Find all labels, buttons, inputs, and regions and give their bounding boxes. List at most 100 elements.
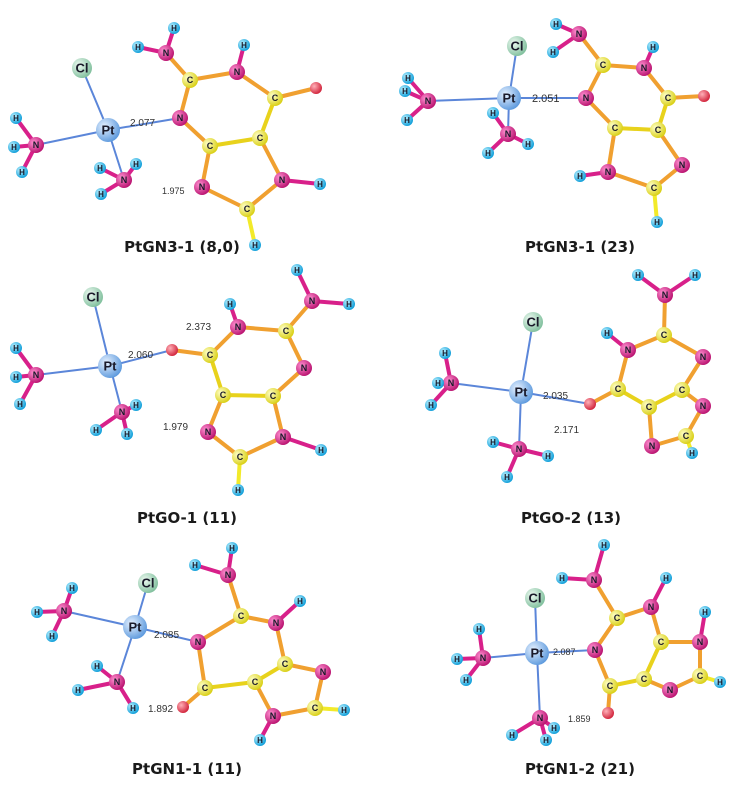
atom-h: H	[132, 41, 144, 53]
atom-c: C	[233, 608, 249, 624]
atom-c: C	[653, 634, 669, 650]
atom-n: N	[692, 634, 708, 650]
atom-n: N	[695, 398, 711, 414]
atom-label: H	[19, 168, 25, 177]
atom-label: H	[75, 686, 81, 695]
atom-label: H	[545, 452, 551, 461]
atom-label: H	[601, 541, 607, 550]
atom-label: N	[33, 140, 40, 150]
atom-h: H	[632, 269, 644, 281]
atom-n: N	[194, 179, 210, 195]
atom-label: H	[229, 544, 235, 553]
atom-label: N	[279, 175, 286, 185]
atom-label: C	[697, 671, 704, 681]
atom-label: Cl	[529, 591, 542, 606]
atom-label: C	[244, 204, 251, 214]
atom-label: H	[13, 373, 19, 382]
atom-label: N	[177, 113, 184, 123]
atom-c: C	[678, 428, 694, 444]
atom-label: N	[649, 441, 656, 451]
atom-pt: Pt	[98, 354, 122, 378]
atom-o	[310, 82, 322, 94]
atom-n: N	[172, 110, 188, 126]
atom-label: C	[651, 183, 658, 193]
atom-c: C	[215, 387, 231, 403]
atom-c: C	[307, 700, 323, 716]
panel-title-ptgo-2-13: PtGO-2 (13)	[521, 509, 621, 527]
atom-h: H	[460, 674, 472, 686]
atom-label: C	[312, 703, 319, 713]
atom-h: H	[294, 595, 306, 607]
atom-h: H	[598, 539, 610, 551]
bond-distance-label: 1.892	[148, 704, 173, 715]
atom-label: H	[69, 584, 75, 593]
atom-n: N	[265, 708, 281, 724]
atom-label: H	[404, 116, 410, 125]
bond-pt-n	[63, 610, 136, 628]
atom-label: C	[683, 431, 690, 441]
atom-label: C	[612, 123, 619, 133]
atom-cl: Cl	[523, 312, 543, 332]
atom-label: C	[283, 326, 290, 336]
atom-n: N	[674, 157, 690, 173]
atom-h: H	[402, 72, 414, 84]
atom-label: N	[163, 48, 170, 58]
atom-h: H	[314, 178, 326, 190]
atom-label: N	[605, 167, 612, 177]
atom-label: H	[717, 678, 723, 687]
atom-label: H	[435, 379, 441, 388]
atom-label: H	[405, 74, 411, 83]
atom-n: N	[657, 287, 673, 303]
atom-label: N	[425, 96, 432, 106]
atom-label: H	[454, 655, 460, 664]
atom-label: H	[227, 300, 233, 309]
bond-n-c	[236, 325, 288, 333]
atom-label: N	[234, 67, 241, 77]
atom-label: H	[692, 271, 698, 280]
atom-n: N	[220, 567, 236, 583]
atom-label: C	[237, 452, 244, 462]
atom-c: C	[232, 449, 248, 465]
atom-label: N	[121, 175, 128, 185]
bond-distance-label: 2.087	[553, 647, 576, 657]
atom-label: H	[485, 149, 491, 158]
bond-n-c	[606, 170, 656, 190]
atom-h: H	[439, 347, 451, 359]
distance-labels-layer: 2.0771.9752.0512.3732.0601.9792.0352.171…	[128, 93, 591, 724]
atom-h: H	[399, 85, 411, 97]
atom-n: N	[511, 441, 527, 457]
atom-n: N	[315, 664, 331, 680]
atom-label: C	[679, 385, 686, 395]
atom-label: H	[34, 608, 40, 617]
atom-label: Cl	[527, 315, 540, 330]
atom-n: N	[114, 404, 130, 420]
bond-c-c	[221, 393, 275, 398]
atom-label: H	[654, 218, 660, 227]
atom-label: N	[480, 653, 487, 663]
atom-n: N	[158, 45, 174, 61]
atom-n: N	[28, 137, 44, 153]
panel-title-ptgo-1-11: PtGO-1 (11)	[137, 509, 237, 527]
atom-pt: Pt	[96, 118, 120, 142]
atom-c: C	[182, 72, 198, 88]
atom-c: C	[641, 399, 657, 415]
atom-n: N	[587, 642, 603, 658]
atom-n: N	[644, 438, 660, 454]
atom-label: H	[550, 48, 556, 57]
atom-h: H	[130, 399, 142, 411]
atom-h: H	[660, 572, 672, 584]
bond-pt-n	[107, 117, 181, 131]
atom-label: C	[207, 350, 214, 360]
bond-n-c	[196, 614, 243, 644]
atom-c: C	[656, 327, 672, 343]
atom-label: H	[318, 446, 324, 455]
atom-label: H	[543, 736, 549, 745]
atom-label: N	[625, 345, 632, 355]
atom-label: H	[551, 724, 557, 733]
atom-label: H	[402, 87, 408, 96]
atom-label: H	[93, 426, 99, 435]
atom-h: H	[94, 162, 106, 174]
atom-h: H	[501, 471, 513, 483]
atom-h: H	[556, 572, 568, 584]
